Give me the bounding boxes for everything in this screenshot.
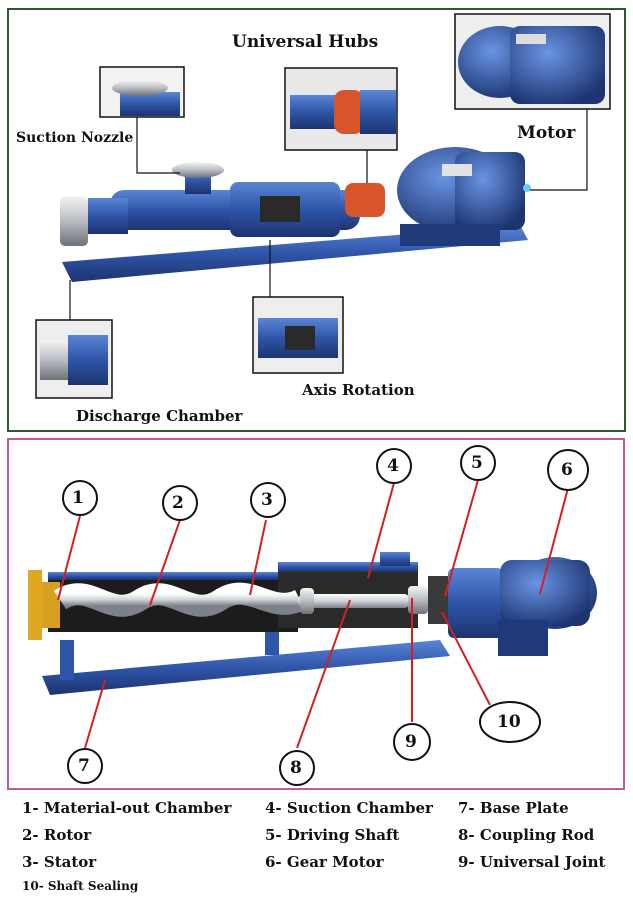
legend-item-9: 9- Universal Joint (458, 853, 606, 871)
inset-motor (454, 13, 611, 110)
callout-number-4: 4 (387, 456, 399, 476)
legend-item-1: 1- Material-out Chamber (22, 799, 232, 817)
callout-number-2: 2 (172, 493, 184, 513)
bottom-cutaway-pump (28, 552, 597, 695)
callout-circle-9 (393, 723, 431, 761)
legend-item-4: 4- Suction Chamber (265, 799, 433, 817)
callout-circle-8 (279, 750, 315, 786)
label-axis-rotation: Axis Rotation (302, 381, 415, 399)
inset-discharge-chamber (35, 319, 113, 399)
top-main-pump (60, 147, 531, 282)
callout-number-6: 6 (561, 460, 573, 480)
label-motor: Motor (517, 123, 576, 143)
callout-number-1: 1 (72, 488, 84, 508)
callout-number-10: 10 (497, 712, 521, 732)
callout-number-8: 8 (290, 758, 302, 778)
callout-circle-1 (62, 480, 98, 516)
top-leader-lines (69, 109, 588, 320)
inset-suction-nozzle (99, 66, 185, 118)
callout-circle-5 (460, 445, 496, 481)
label-universal-hubs: Universal Hubs (232, 32, 379, 52)
callout-circle-2 (162, 485, 198, 521)
legend-item-6: 6- Gear Motor (265, 853, 384, 871)
inset-axis-rotation (252, 296, 344, 374)
callout-circles (62, 445, 589, 786)
callout-number-3: 3 (261, 490, 273, 510)
legend-item-3: 3- Stator (22, 853, 97, 871)
callout-number-5: 5 (471, 453, 483, 473)
inset-universal-hubs (284, 67, 398, 151)
callout-circle-7 (67, 748, 103, 784)
label-discharge-chamber: Discharge Chamber (76, 407, 243, 425)
callout-circle-3 (250, 482, 286, 518)
callout-circle-6 (547, 449, 589, 491)
legend-item-7: 7- Base Plate (458, 799, 569, 817)
callout-circle-10 (479, 701, 541, 743)
legend-item-10: 10- Shaft Sealing (22, 879, 139, 893)
legend-item-8: 8- Coupling Rod (458, 826, 595, 844)
callout-circle-4 (376, 448, 412, 484)
legend-item-2: 2- Rotor (22, 826, 92, 844)
legend-item-5: 5- Driving Shaft (265, 826, 400, 844)
callout-number-7: 7 (78, 756, 90, 776)
label-suction-nozzle: Suction Nozzle (16, 130, 134, 146)
callout-number-9: 9 (405, 732, 417, 752)
bottom-leader-lines (57, 479, 569, 749)
